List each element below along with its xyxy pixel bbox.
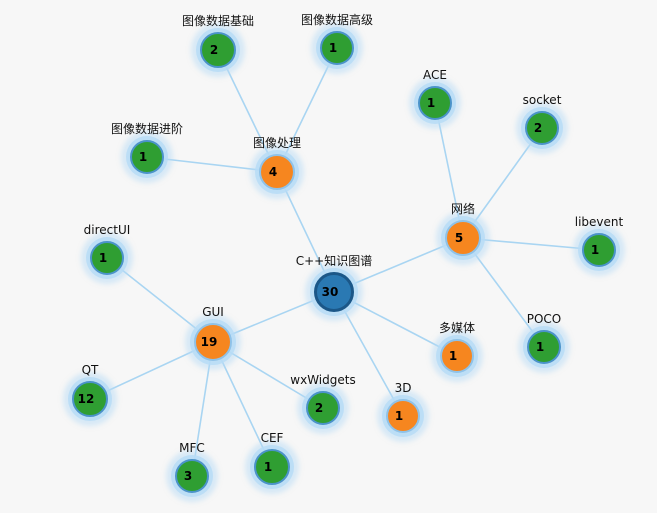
graph-edge-gui--mfc bbox=[191, 341, 214, 477]
graph-node-tuxiang-chuli[interactable]: 4 bbox=[259, 154, 295, 190]
graph-edge-wangluo--root bbox=[333, 237, 464, 293]
node-label-wxwidgets: wxWidgets bbox=[290, 373, 356, 387]
node-label-threed: 3D bbox=[394, 381, 412, 395]
node-value-ace: 1 bbox=[426, 96, 436, 110]
node-label-poco: POCO bbox=[526, 312, 562, 326]
graph-node-libevent[interactable]: 1 bbox=[582, 233, 616, 267]
node-value-qt: 12 bbox=[77, 392, 95, 406]
graph-edge-socket--wangluo bbox=[462, 127, 543, 239]
node-label-root: C++知识图谱 bbox=[295, 254, 373, 268]
node-label-tuxiang-gaoji: 图像数据高级 bbox=[300, 13, 374, 27]
graph-node-qt[interactable]: 12 bbox=[72, 381, 108, 417]
node-label-wangluo: 网络 bbox=[450, 202, 476, 216]
graph-node-mfc[interactable]: 3 bbox=[175, 459, 209, 493]
graph-edge-root--gui bbox=[212, 291, 335, 343]
graph-edge-gui--wxwidgets bbox=[212, 341, 324, 409]
graph-node-poco[interactable]: 1 bbox=[527, 330, 561, 364]
node-value-tuxiang-jinjie: 1 bbox=[138, 150, 148, 164]
node-label-ace: ACE bbox=[423, 68, 447, 82]
node-value-mfc: 3 bbox=[183, 469, 193, 483]
node-label-cef: CEF bbox=[260, 431, 284, 445]
graph-node-wxwidgets[interactable]: 2 bbox=[306, 391, 340, 425]
graph-edge-tuxiang-gaoji--tuxiang-chuli bbox=[276, 47, 338, 173]
node-label-gui: GUI bbox=[202, 305, 224, 319]
node-value-tuxiang-gaoji: 1 bbox=[328, 41, 338, 55]
node-label-duomeiti: 多媒体 bbox=[438, 321, 476, 335]
node-value-poco: 1 bbox=[535, 340, 545, 354]
node-value-cef: 1 bbox=[263, 460, 273, 474]
node-value-wxwidgets: 2 bbox=[314, 401, 324, 415]
node-value-threed: 1 bbox=[394, 409, 404, 423]
node-label-mfc: MFC bbox=[179, 441, 205, 455]
graph-edge-libevent--wangluo bbox=[462, 237, 600, 251]
node-label-libevent: libevent bbox=[574, 215, 624, 229]
graph-node-root[interactable]: 30 bbox=[314, 272, 354, 312]
graph-edge-root--duomeiti bbox=[333, 291, 458, 357]
node-label-directui: directUI bbox=[83, 223, 131, 237]
node-label-qt: QT bbox=[81, 363, 99, 377]
graph-edge-poco--wangluo bbox=[462, 237, 545, 348]
node-label-tuxiang-jinjie: 图像数据进阶 bbox=[110, 122, 184, 136]
node-label-tuxiang-jichu: 图像数据基础 bbox=[181, 14, 255, 28]
graph-node-cef[interactable]: 1 bbox=[254, 449, 290, 485]
graph-node-socket[interactable]: 2 bbox=[525, 111, 559, 145]
graph-node-duomeiti[interactable]: 1 bbox=[440, 339, 474, 373]
node-value-root: 30 bbox=[321, 285, 339, 299]
graph-node-gui[interactable]: 19 bbox=[194, 323, 232, 361]
graph-edge-tuxiang-jichu--tuxiang-chuli bbox=[217, 49, 278, 173]
node-label-tuxiang-chuli: 图像处理 bbox=[252, 136, 302, 150]
graph-edge-root--threed bbox=[333, 291, 404, 417]
graph-node-tuxiang-jinjie[interactable]: 1 bbox=[130, 140, 164, 174]
node-label-socket: socket bbox=[522, 93, 562, 107]
graph-edge-tuxiang-jinjie--tuxiang-chuli bbox=[146, 156, 278, 173]
graph-node-directui[interactable]: 1 bbox=[90, 241, 124, 275]
node-value-wangluo: 5 bbox=[454, 231, 464, 245]
graph-edge-gui--directui bbox=[106, 257, 214, 343]
graph-edge-ace--wangluo bbox=[434, 102, 464, 239]
node-value-tuxiang-chuli: 4 bbox=[268, 165, 278, 179]
graph-edge-tuxiang-chuli--root bbox=[276, 171, 335, 293]
graph-node-tuxiang-jichu[interactable]: 2 bbox=[200, 32, 236, 68]
node-value-socket: 2 bbox=[533, 121, 543, 135]
node-value-tuxiang-jichu: 2 bbox=[209, 43, 219, 57]
node-value-duomeiti: 1 bbox=[448, 349, 458, 363]
graph-edge-gui--cef bbox=[212, 341, 273, 468]
node-value-directui: 1 bbox=[98, 251, 108, 265]
graph-node-threed[interactable]: 1 bbox=[386, 399, 420, 433]
graph-node-tuxiang-gaoji[interactable]: 1 bbox=[320, 31, 354, 65]
node-value-gui: 19 bbox=[200, 335, 218, 349]
graph-node-ace[interactable]: 1 bbox=[418, 86, 452, 120]
graph-node-wangluo[interactable]: 5 bbox=[445, 220, 481, 256]
node-value-libevent: 1 bbox=[590, 243, 600, 257]
graph-edge-gui--qt bbox=[89, 341, 214, 400]
